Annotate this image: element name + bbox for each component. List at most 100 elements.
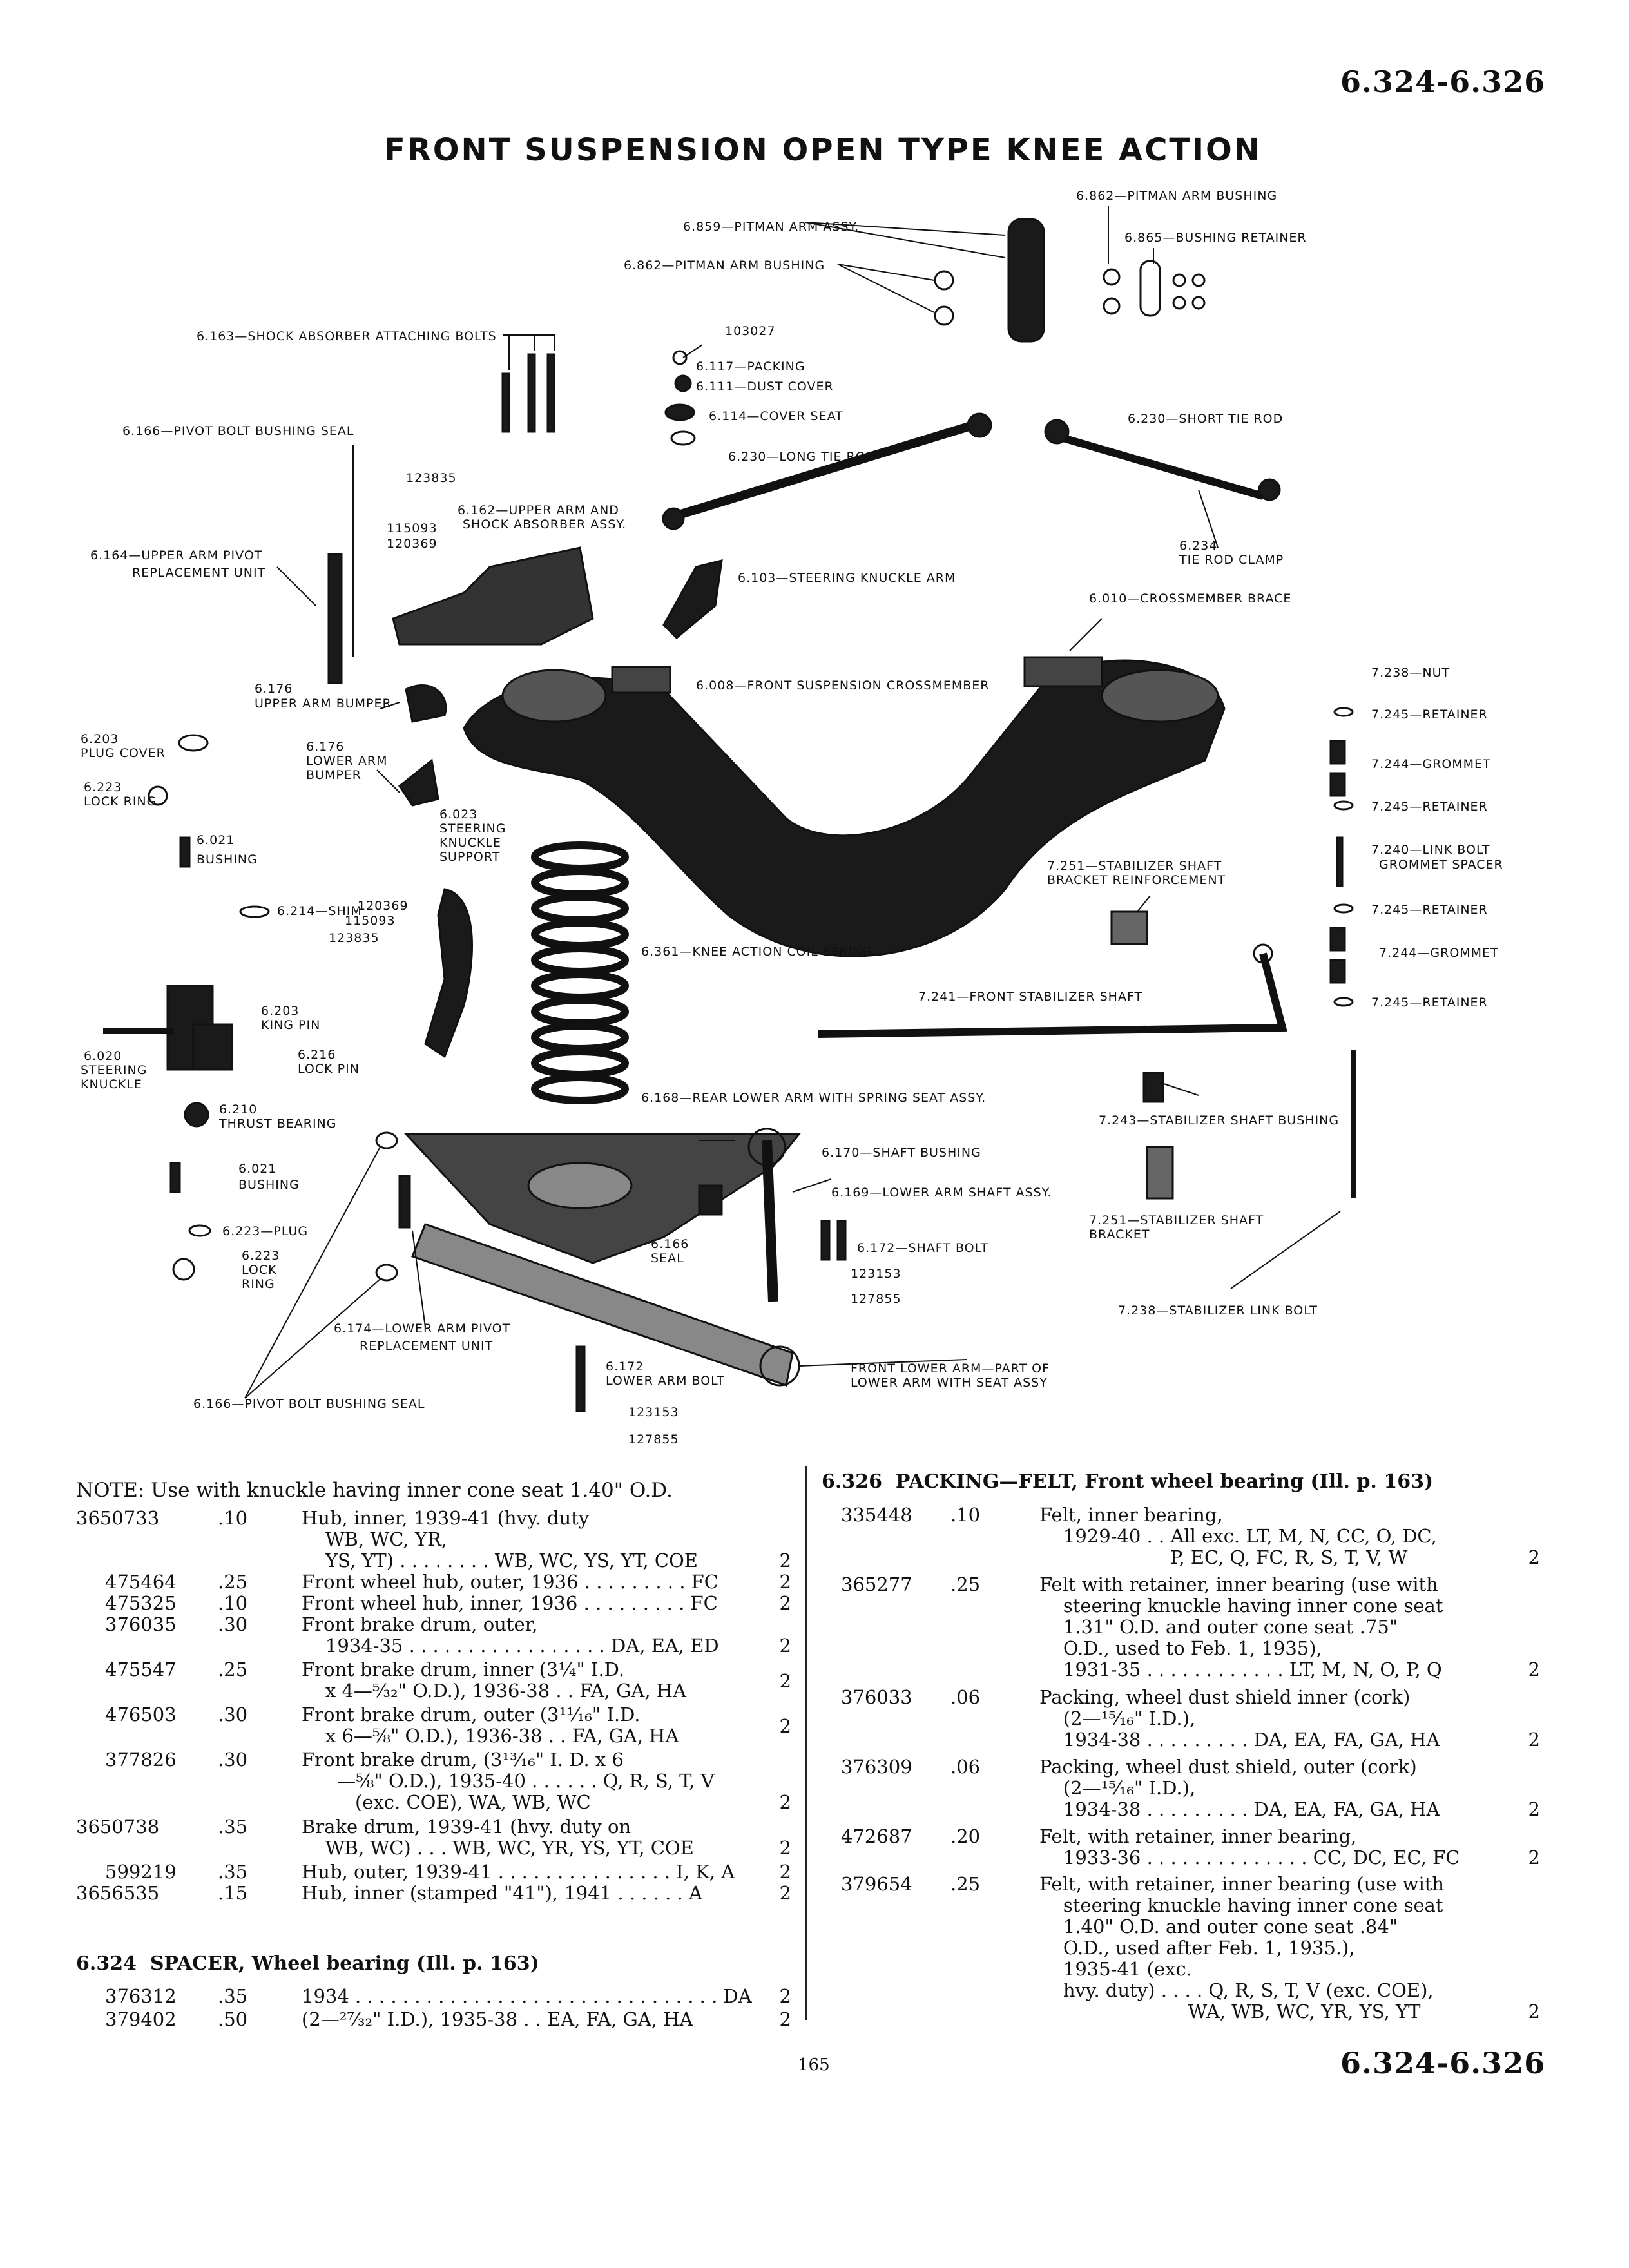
page-code-bottom: 6.324-6.326 [1340,2046,1546,2081]
description: Front brake drum, outer (3¹¹⁄₁₆" I.D. x … [302,1704,679,1747]
label-shock-bolts: 6.163—SHOCK ABSORBER ATTACHING BOLTS [197,329,497,343]
quantity: 2 [779,1550,791,1571]
left-parts-list: 3650733 .10 Hub, inner, 1939-41 (hvy. du… [76,1508,798,1904]
lower-arm-bumper [398,758,439,807]
price: .25 [218,1571,248,1593]
list-item: 475325 .10 Front wheel hub, inner, 1936 … [76,1593,798,1614]
page-number: 165 [798,2055,830,2075]
quantity: 2 [779,1837,791,1859]
label-nut: 7.238—NUT [1371,666,1450,680]
label-plug: 6.223—PLUG [222,1224,308,1238]
part-number: 365277 [841,1573,912,1595]
label-123835-a: 123835 [406,471,457,485]
price: .10 [218,1592,248,1614]
quantity: 2 [1528,1658,1540,1680]
right-parts-list: 335448 .10 Felt, inner bearing, 1929-40 … [822,1504,1550,2028]
list-item: 472687 .20 Felt, with retainer, inner be… [822,1826,1550,1874]
note-text: NOTE: Use with knuckle having inner cone… [76,1479,673,1502]
shock-bolt-3 [546,353,555,433]
shaft-bolt [820,1220,831,1261]
stabilizer-shaft-bushing [1142,1072,1164,1103]
shim-part [239,905,270,918]
upper-arm-bumper [405,684,447,723]
front-stabilizer-shaft [818,952,1287,1038]
page-code-top: 6.324-6.326 [1340,64,1546,99]
section-number: 6.324 [76,1952,137,1975]
quantity: 2 [779,1882,791,1904]
description: Front wheel hub, inner, 1936 . . . . . .… [302,1592,718,1614]
label-knuckle-support-4: SUPPORT [439,850,500,864]
label-pitman-arm-bushing-left: 6.862—PITMAN ARM BUSHING [624,258,825,273]
long-tie-rod-end-left [662,507,685,530]
label-upper-bumper-1: 6.176 [255,682,293,696]
description: 1934 . . . . . . . . . . . . . . . . . .… [302,1985,752,2007]
list-item: 476503 .30 Front brake drum, outer (3¹¹⁄… [76,1704,798,1749]
upper-arm-shock-absorber [392,546,594,646]
list-item: 376035 .30 Front brake drum, outer, 1934… [76,1614,798,1659]
label-grommet-2: 7.244—GROMMET [1379,946,1499,960]
list-item: 475547 .25 Front brake drum, inner (3¼" … [76,1659,798,1704]
bushing-part-top [179,836,191,868]
exploded-parts-illustration: 6.859—PITMAN ARM ASSY. 6.862—PITMAN ARM … [81,189,1503,1446]
label-steering-knuckle-2: STEERING [81,1063,147,1077]
label-long-tie-rod: 6.230—LONG TIE ROD [728,450,876,464]
shaft-bushing [698,1184,723,1216]
diagram-title: FRONT SUSPENSION OPEN TYPE KNEE ACTION [384,132,1262,168]
description: Hub, inner (stamped "41"), 1941 . . . . … [302,1882,702,1904]
shock-bolt-1 [501,372,510,433]
front-lower-arm [411,1223,794,1387]
bushing-retainer [1139,260,1161,317]
part-number: 376312 [105,1985,177,2007]
description: Front brake drum, outer, 1934-35 . . . .… [302,1613,719,1657]
label-lock-pin-2: LOCK PIN [298,1062,360,1076]
label-lower-bumper-2: LOWER ARM [306,754,388,768]
list-item: 3656535 .15 Hub, inner (stamped "41"), 1… [76,1883,798,1904]
quantity: 2 [1528,1729,1540,1751]
quantity: 2 [779,1592,791,1614]
upper-arm-pivot [327,553,343,684]
description: Brake drum, 1939-41 (hvy. duty on WB, WC… [302,1816,694,1859]
label-crossmember: 6.008—FRONT SUSPENSION CROSSMEMBER [696,678,990,693]
list-item: 377826 .30 Front brake drum, (3¹³⁄₁₆" I.… [76,1749,798,1816]
label-lock-ring-top-2: LOCK RING [84,794,157,809]
part-number: 379402 [105,2008,177,2030]
list-item: 376309 .06 Packing, wheel dust shield, o… [822,1756,1550,1826]
label-115093-b: 115093 [345,914,396,928]
quantity: 2 [779,1571,791,1593]
quantity: 2 [779,1985,791,2007]
label-steering-knuckle-1: 6.020 [84,1049,122,1063]
part-number: 476503 [105,1704,177,1725]
description: Felt, inner bearing, 1929-40 . . All exc… [1039,1504,1437,1568]
label-103027: 103027 [725,324,776,338]
label-king-pin-1: 6.203 [261,1004,299,1018]
label-cover-seat: 6.114—COVER SEAT [709,409,843,423]
label-bushing-bottom-2: BUSHING [238,1178,300,1192]
part-number: 3656535 [76,1882,160,1904]
label-bushing-top-2: BUSHING [197,852,258,867]
label-lock-ring-bottom-2: LOCK [242,1263,277,1277]
part-number: 335448 [841,1504,912,1526]
pitman-arm-bushing-2 [934,305,954,326]
list-item: 335448 .10 Felt, inner bearing, 1929-40 … [822,1504,1550,1574]
label-lower-shaft-assy: 6.169—LOWER ARM SHAFT ASSY. [831,1186,1052,1200]
crossmember-brace-left [611,666,671,694]
price: .30 [218,1704,248,1725]
label-link-spacer-1: 7.240—LINK BOLT [1371,843,1490,857]
price: .20 [950,1825,981,1847]
stabilizer-reinforcement [1110,910,1148,945]
price: .15 [218,1882,248,1904]
label-shim: 6.214—SHIM [277,904,362,918]
plug-cover-part [178,734,209,752]
list-item: 379654 .25 Felt, with retainer, inner be… [822,1874,1550,2028]
description: (2—²⁷⁄₃₂" I.D.), 1935-38 . . EA, FA, GA,… [302,2008,693,2030]
short-tie-rod-end-right [1258,478,1281,501]
price: .25 [950,1873,981,1895]
quantity: 2 [1528,1546,1540,1568]
label-bushing-retainer: 6.865—BUSHING RETAINER [1124,231,1307,245]
price: .06 [950,1686,981,1708]
bushing-part-bottom [169,1162,181,1193]
label-127855-a: 127855 [851,1292,901,1306]
label-crossmember-brace: 6.010—CROSSMEMBER BRACE [1089,591,1291,606]
list-item: 376033 .06 Packing, wheel dust shield in… [822,1687,1550,1756]
label-120369-b: 120369 [358,899,409,913]
